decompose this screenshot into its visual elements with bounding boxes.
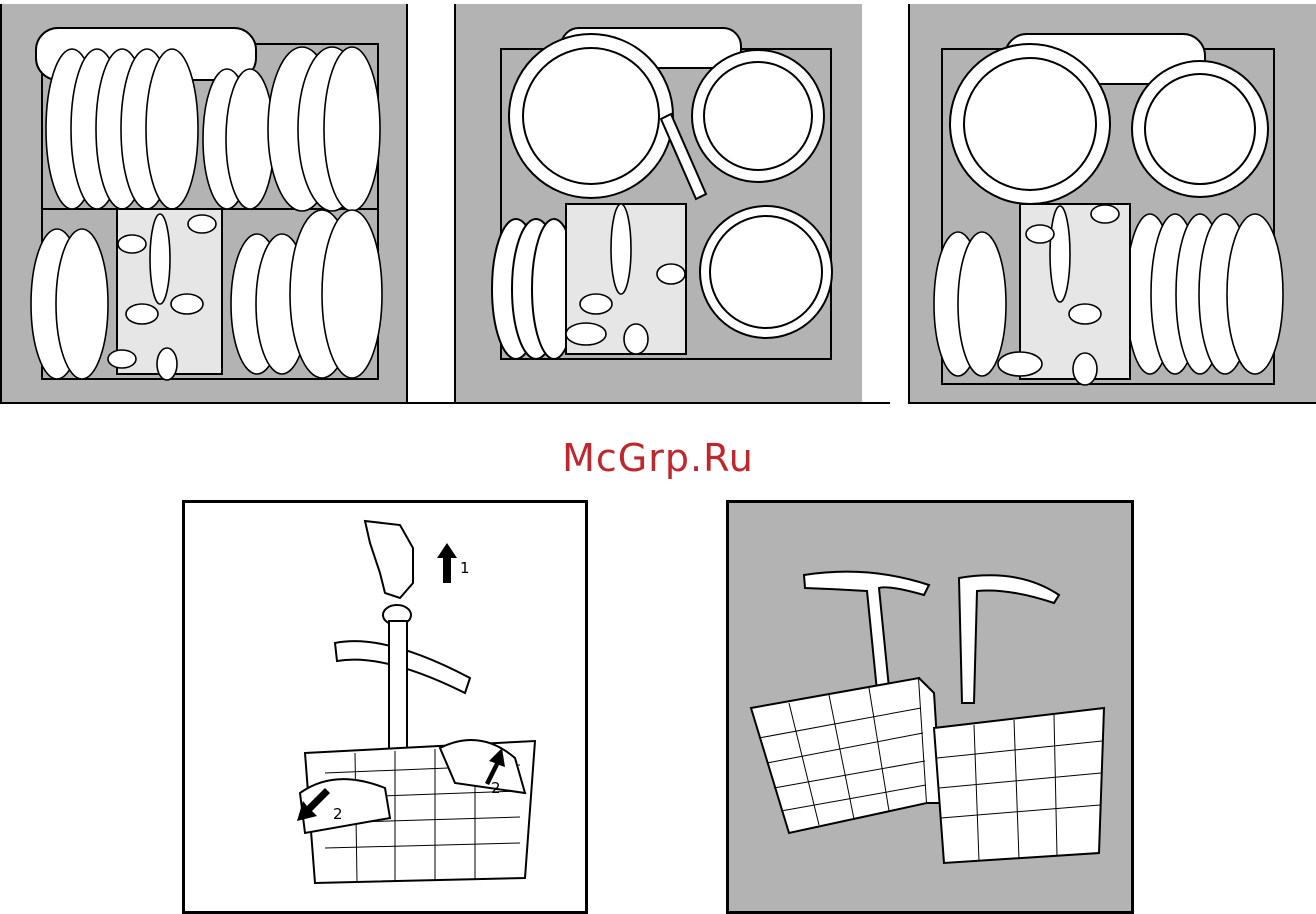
rack-pans-figure (454, 4, 862, 404)
dishwasher-rack-plates-icon (2, 4, 408, 402)
rack-plates-figure (0, 4, 408, 404)
cutlery-baskets-figure (726, 500, 1134, 914)
watermark: McGrp.Ru (0, 436, 1316, 480)
step-2-left-label: 2 (333, 805, 343, 823)
cutlery-baskets-icon (729, 503, 1131, 911)
step-2-right-label: 2 (491, 779, 501, 797)
dishwasher-rack-pans-icon (456, 4, 862, 402)
step-1-label: 1 (460, 559, 470, 577)
top-divider (0, 402, 890, 404)
rack-mixed-figure (908, 4, 1316, 404)
dishwasher-rack-mixed-icon (910, 4, 1316, 402)
cutlery-basket-removal-figure: 1 2 2 (182, 500, 588, 914)
cutlery-basket-hand-icon: 1 2 2 (185, 503, 585, 911)
